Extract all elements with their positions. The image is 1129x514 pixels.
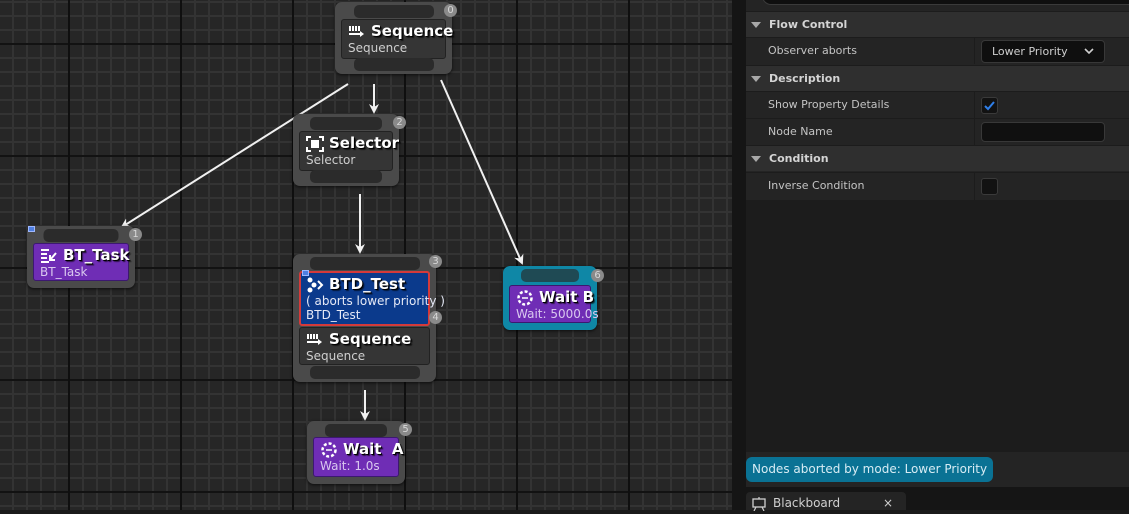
task-icon [40,248,58,264]
details-panel: Flow Control Observer aborts Lower Prior… [746,0,1129,511]
node-name-input[interactable] [981,122,1105,142]
property-inverse-condition: Inverse Condition [746,172,1129,200]
property-observer-aborts: Observer aborts Lower Priority [746,37,1129,64]
node-title: Wait A [343,440,404,458]
collapse-triangle-icon[interactable] [751,155,761,162]
node-title: Selector [329,134,400,152]
decorator-abort-mode: ( aborts lower priority ) [306,294,445,308]
execution-index-badge: 6 [591,269,604,282]
input-pin[interactable] [325,424,387,437]
node-card: BT_Task BT_Task [33,243,130,281]
section-label: Flow Control [769,18,848,31]
column-divider[interactable] [974,38,975,64]
breakpoint-flag-icon [28,226,35,232]
property-name: Show Property Details [768,98,890,111]
close-tab-icon[interactable]: × [883,496,894,510]
section-condition[interactable]: Condition [746,145,1129,171]
blackboard-icon [752,497,766,511]
input-pin[interactable] [43,229,119,242]
wait-icon [320,441,338,458]
node-subtitle: Wait: 5000.0s [516,307,599,321]
decorator-subtitle: BTD_Test [306,308,361,322]
execution-index-badge: 2 [393,116,406,129]
node-card: Wait A Wait: 1.0s [313,437,404,477]
section-description[interactable]: Description [746,65,1129,91]
node-card: Sequence Sequence [341,19,453,59]
details-empty-area [746,200,1129,452]
abort-mode-status: Nodes aborted by mode: Lower Priority [746,457,994,482]
section-flow-control[interactable]: Flow Control [746,11,1129,37]
decorator-btd-test[interactable]: BTD_Test ( aborts lower priority ) BTD_T… [299,271,445,326]
observer-aborts-dropdown[interactable]: Lower Priority [981,40,1105,63]
node-title: Wait B [539,288,595,306]
node-subtitle: Sequence [306,349,366,363]
sequence-icon [306,332,324,348]
node-title: Sequence [371,22,454,40]
column-divider[interactable] [974,119,975,145]
property-name: Node Name [768,125,833,138]
chevron-down-icon [1084,48,1094,55]
execution-index-badge: 0 [444,4,457,17]
collapse-triangle-icon[interactable] [751,21,761,28]
node-wait-b[interactable]: Wait B Wait: 5000.0s 6 [503,266,604,330]
node-subtitle: Selector [306,153,356,167]
node-bt-task[interactable]: BT_Task BT_Task 1 [27,226,142,288]
checkmark-icon [984,101,995,111]
dropdown-value: Lower Priority [992,45,1068,58]
details-search-input[interactable] [762,0,1129,5]
node-card: Selector Selector [299,131,399,171]
bottom-tab-bar: Blackboard × [746,487,1129,511]
tab-label: Blackboard [773,496,841,510]
output-pin[interactable] [309,366,420,379]
breakpoint-flag-icon [302,270,309,276]
selector-icon [306,135,324,152]
node-card: Wait B Wait: 5000.0s [509,285,599,323]
node-subtitle: BT_Task [40,265,88,279]
node-subtitle: Wait: 1.0s [320,459,380,473]
node-title: BT_Task [63,246,130,264]
sequence-icon [348,24,366,40]
edge-sequence-to-wait-b [440,79,524,265]
node-title: Sequence [329,330,412,348]
collapse-triangle-icon[interactable] [751,75,761,82]
tab-blackboard[interactable]: Blackboard × [746,492,906,511]
execution-index-badge: 3 [429,255,442,268]
column-divider[interactable] [974,92,975,118]
input-pin[interactable] [310,117,382,130]
input-pin[interactable] [353,5,434,18]
inverse-condition-checkbox[interactable] [981,178,998,195]
property-show-property-details: Show Property Details [746,91,1129,118]
property-name: Inverse Condition [768,179,865,192]
output-pin[interactable] [310,170,382,183]
section-label: Description [769,72,841,85]
panel-splitter[interactable] [740,0,746,510]
wait-icon [516,289,534,306]
graph-border [732,0,740,510]
execution-index-badge: 5 [399,423,412,436]
column-divider[interactable] [974,173,975,200]
input-pin[interactable] [521,269,579,282]
decorator-icon [306,277,324,293]
property-name: Observer aborts [768,44,857,57]
execution-index-badge: 4 [429,311,442,324]
property-node-name: Node Name [746,118,1129,145]
execution-index-badge: 1 [129,228,142,241]
node-subtitle: Sequence [348,41,408,55]
node-selector[interactable]: Selector Selector 2 [293,114,406,186]
node-wait-a[interactable]: Wait A Wait: 1.0s 5 [307,421,412,484]
behavior-tree-graph[interactable]: Sequence Sequence 0 BT_Task BT_Task 1 [0,0,740,510]
node-sequence-with-decorator[interactable]: BTD_Test ( aborts lower priority ) BTD_T… [293,254,445,382]
input-pin[interactable] [309,257,420,270]
decorator-title: BTD_Test [329,275,406,293]
node-sequence-root[interactable]: Sequence Sequence 0 [335,2,457,74]
output-pin[interactable] [353,58,434,71]
show-property-details-checkbox[interactable] [981,97,998,114]
node-card: Sequence Sequence [299,327,430,365]
section-label: Condition [769,152,829,165]
